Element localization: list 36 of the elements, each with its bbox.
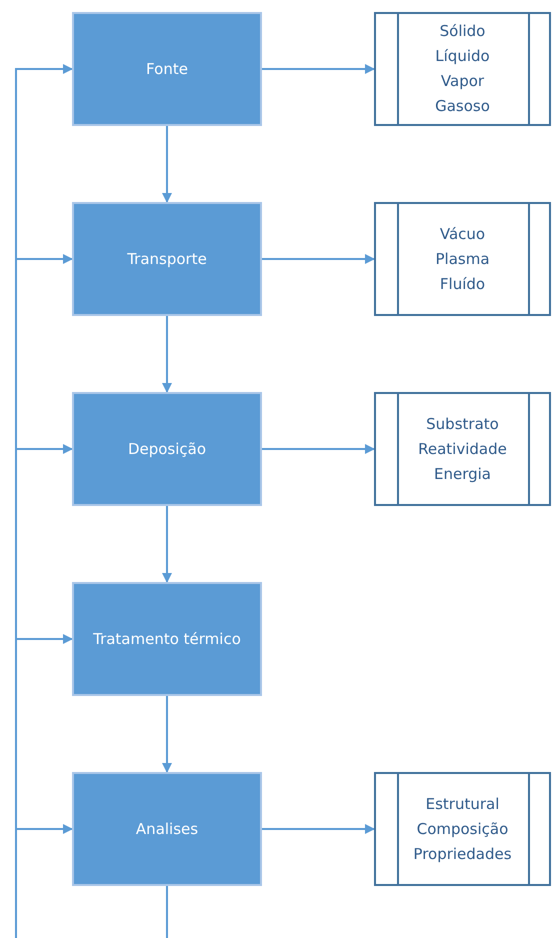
process-box <box>72 12 262 126</box>
node-label: Tratamento térmico <box>93 630 241 648</box>
arrow <box>162 696 172 773</box>
node-label: Substrato <box>426 414 499 434</box>
arrow <box>162 316 172 393</box>
node-label: Estrutural <box>426 794 500 814</box>
process-box <box>72 202 262 316</box>
node-label: Analises <box>136 820 198 838</box>
node-label: Fonte <box>146 60 188 78</box>
arrow <box>15 824 73 938</box>
arrow <box>262 254 375 264</box>
node-label: Propriedades <box>413 844 512 864</box>
node-label: Transporte <box>127 250 207 268</box>
node-label: Reatividade <box>418 438 507 460</box>
node-label: Plasma <box>435 248 490 270</box>
node-label: Fluído <box>440 274 486 294</box>
arrow <box>262 444 375 454</box>
node-label: Sólido <box>440 21 486 42</box>
process-box <box>72 392 262 506</box>
node-label: Vapor <box>440 71 484 92</box>
arrow <box>162 126 172 203</box>
process-box <box>72 582 262 696</box>
predefined-process-box <box>374 12 551 126</box>
predefined-process-box <box>374 202 551 316</box>
node-label: Energia <box>434 464 491 484</box>
node-label: Gasoso <box>435 96 490 117</box>
arrow <box>262 64 375 74</box>
arrow <box>262 824 375 834</box>
node-label: Deposição <box>128 440 206 458</box>
predefined-process-box <box>374 772 551 886</box>
process-box <box>72 772 262 886</box>
node-label: Composição <box>416 818 508 840</box>
predefined-process-box <box>374 392 551 506</box>
node-label: Vácuo <box>440 224 486 244</box>
arrow <box>162 506 172 583</box>
node-label: Líquido <box>435 46 490 67</box>
